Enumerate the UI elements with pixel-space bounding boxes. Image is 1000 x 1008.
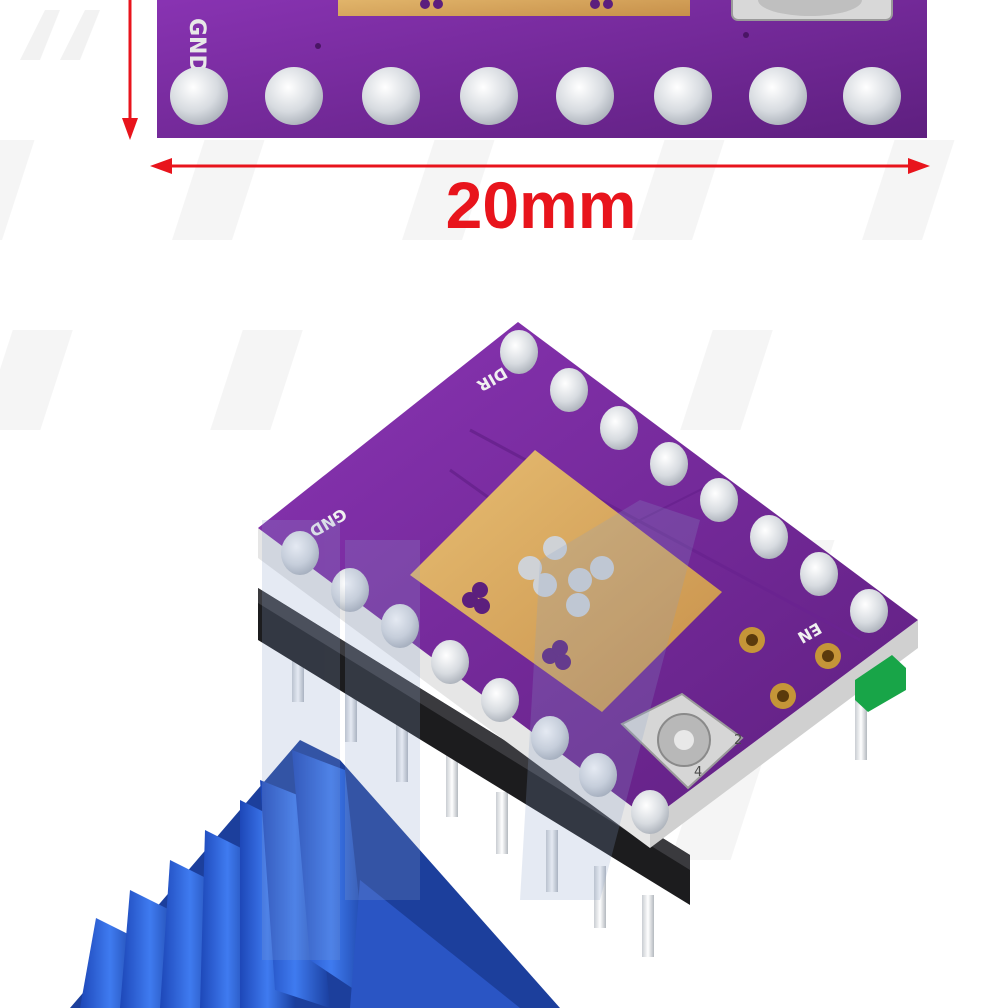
thermal-vias (462, 536, 614, 670)
dimension-label: 20mm (446, 168, 637, 242)
dimension-markers: 20mm (122, 0, 930, 242)
through-holes (739, 627, 841, 709)
pot-label-2: 2 (734, 733, 742, 748)
vertical-arrowhead (122, 118, 138, 140)
right-arrowhead (908, 158, 930, 174)
top-gold-pad (338, 0, 690, 16)
green-component (855, 655, 906, 712)
top-board: GND (157, 0, 927, 138)
center-watermark (262, 500, 700, 960)
gold-pad (410, 450, 722, 712)
heatsink (70, 740, 560, 1008)
watermark-pattern (20, 10, 100, 60)
top-pin-row (170, 67, 901, 125)
left-pin-row (281, 531, 669, 834)
right-pin-row (500, 330, 888, 633)
potentiometer[interactable]: 2 4 (620, 692, 744, 790)
pot-label-4: 4 (694, 765, 702, 780)
watermark-tiles (0, 140, 955, 860)
top-gnd-label: GND (184, 18, 209, 73)
driver-board: 2 4 DIR GND EN (258, 322, 918, 957)
left-arrowhead (150, 158, 172, 174)
